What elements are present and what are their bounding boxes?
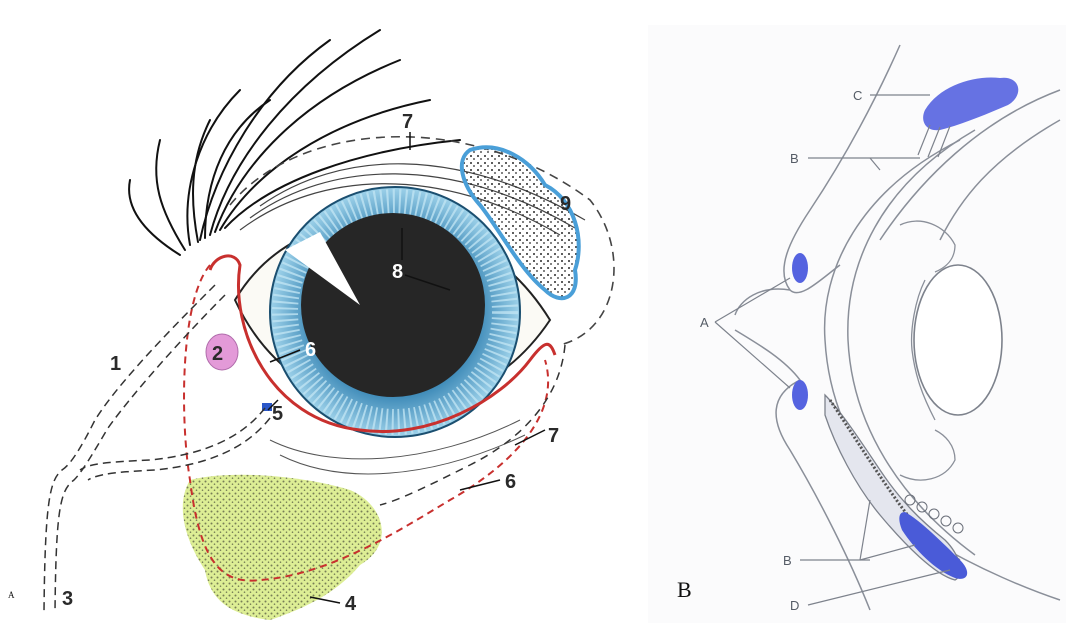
label-2: 2 bbox=[212, 343, 223, 365]
label-d: D bbox=[790, 598, 799, 613]
label-1: 1 bbox=[110, 353, 121, 375]
label-b-top: B bbox=[790, 151, 799, 166]
label-a: A bbox=[700, 315, 709, 330]
panel-b-background bbox=[648, 25, 1066, 623]
pupil bbox=[301, 213, 485, 397]
panel-b: C B A B D B bbox=[648, 25, 1066, 623]
label-7-top: 7 bbox=[402, 111, 413, 133]
gland-a-upper bbox=[792, 253, 808, 283]
label-5: 5 bbox=[272, 403, 283, 425]
label-3: 3 bbox=[62, 588, 73, 610]
panel-a-label: A bbox=[8, 590, 15, 600]
label-9: 9 bbox=[560, 193, 571, 215]
label-6-lower: 6 bbox=[505, 471, 516, 493]
panel-b-label: B bbox=[677, 577, 692, 602]
panel-a: 7 8 9 1 2 6 5 7 6 3 4 A bbox=[8, 30, 614, 620]
label-6-inner: 6 bbox=[305, 339, 316, 361]
label-4: 4 bbox=[345, 593, 357, 615]
lens bbox=[914, 265, 1002, 415]
gland-a-lower bbox=[792, 380, 808, 410]
label-b-bottom: B bbox=[783, 553, 792, 568]
label-c: C bbox=[853, 88, 862, 103]
label-8: 8 bbox=[392, 261, 403, 283]
label-7-right: 7 bbox=[548, 425, 559, 447]
